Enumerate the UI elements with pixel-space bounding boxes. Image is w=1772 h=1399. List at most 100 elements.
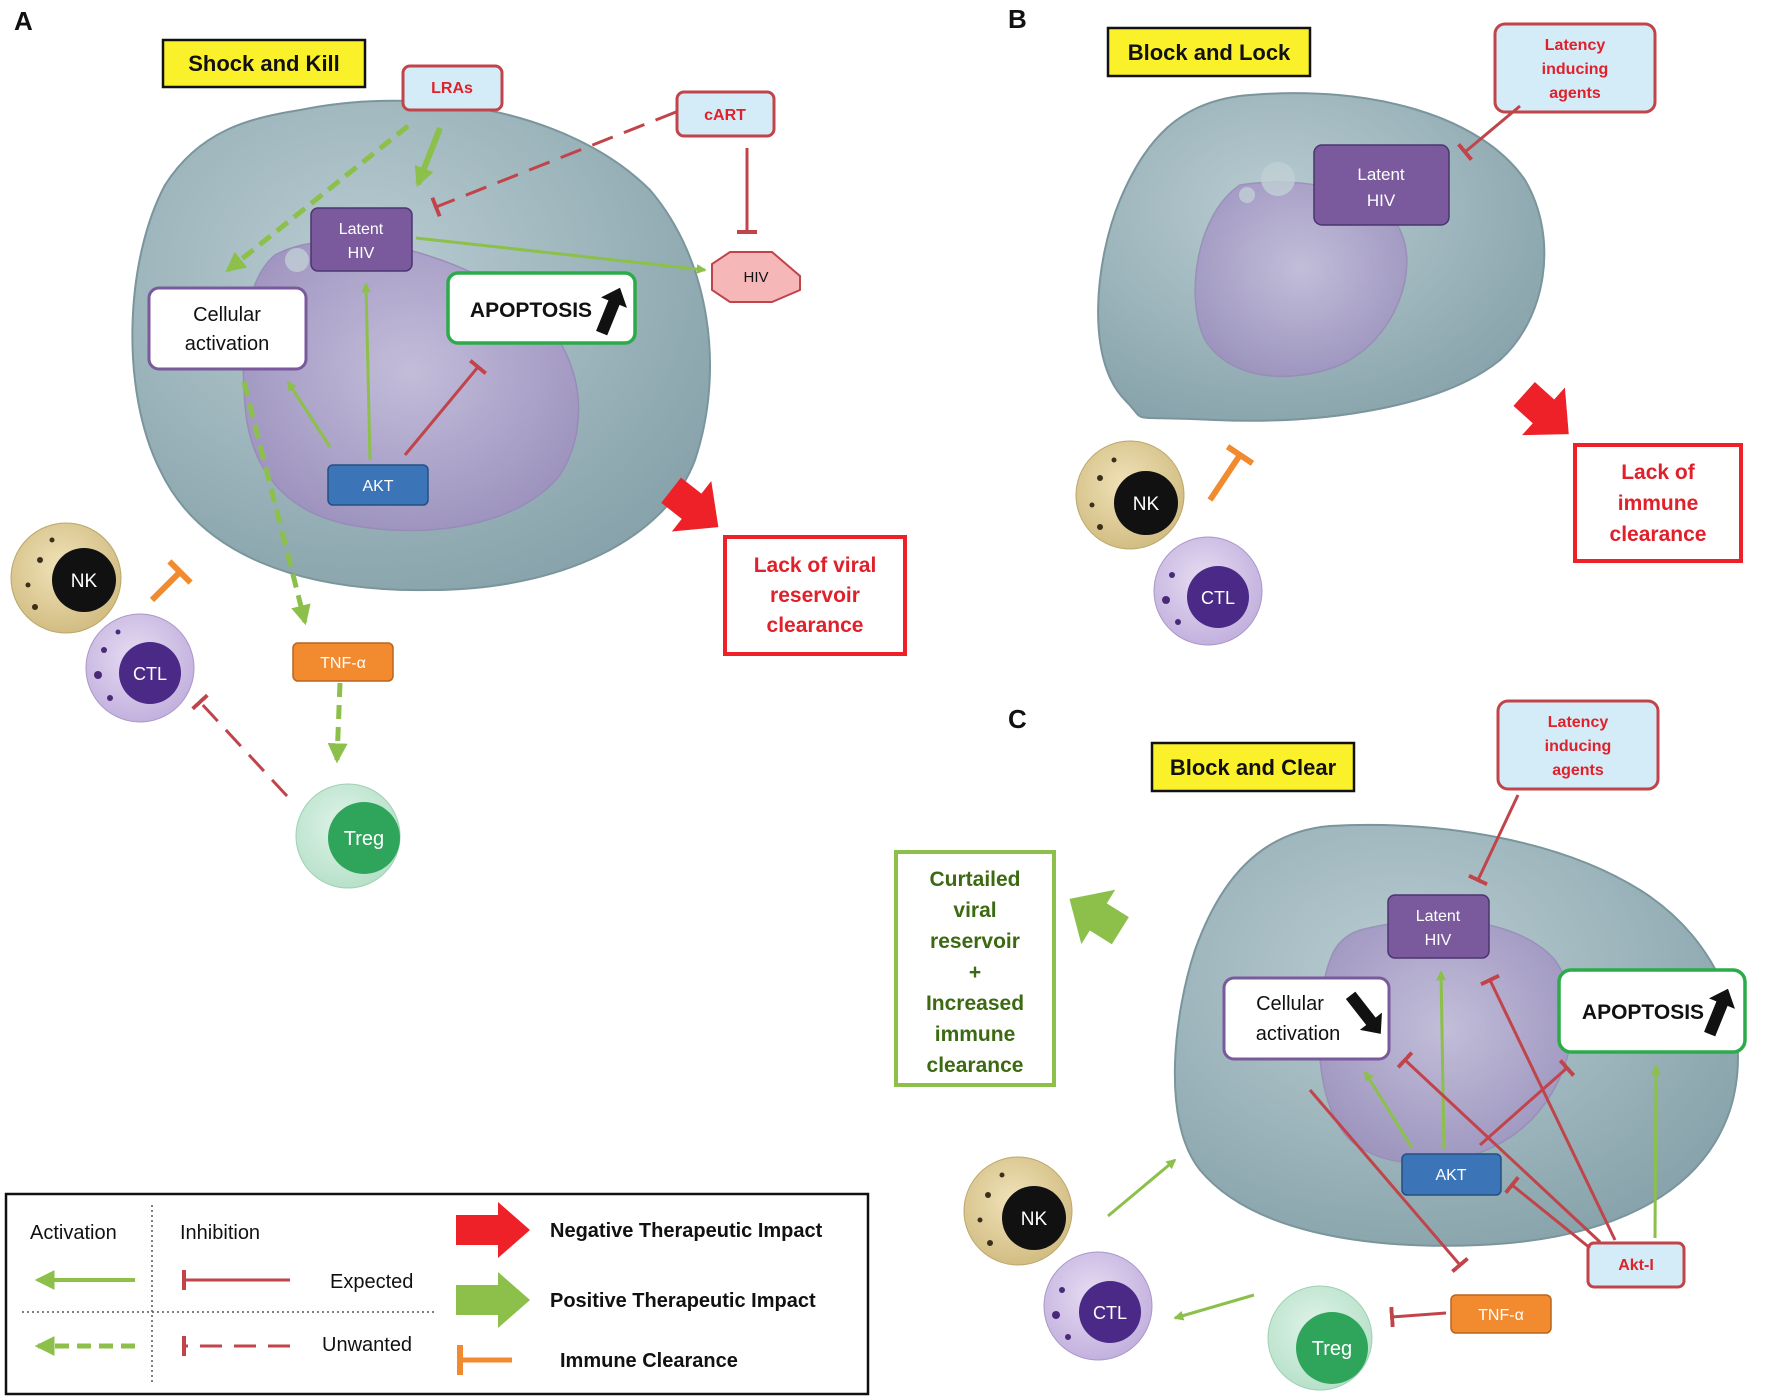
latent-hiv-label: Latent	[1357, 165, 1405, 184]
legend-immune-label: Immune Clearance	[560, 1350, 738, 1372]
latency-agents-label: inducing	[1545, 738, 1612, 755]
panel-c-title: Block and Clear	[1170, 755, 1337, 780]
tnf-alpha-box	[1450, 1294, 1552, 1334]
nk-dot	[985, 1192, 991, 1198]
panel-a-letter: A	[14, 6, 33, 36]
nk-dot	[999, 1172, 1005, 1178]
akt-to-latent-hiv-arrow	[361, 282, 372, 461]
vesicle	[285, 248, 309, 272]
cart-label: cART	[704, 107, 746, 124]
panel-b-letter: B	[1008, 4, 1027, 34]
latent-hiv-to-hiv-arrow	[415, 236, 707, 275]
outcome-label: clearance	[767, 614, 864, 637]
lras-to-activation-unwanted-arrow	[225, 124, 410, 273]
outcome-label: immune	[1618, 492, 1699, 515]
vesicle	[1239, 187, 1255, 203]
agents-inhibit-latent-hiv	[1468, 794, 1520, 887]
latency-agents-label: Latency	[1548, 714, 1609, 731]
nk-dot	[1089, 502, 1095, 508]
panel-a-title-box	[161, 38, 367, 89]
outcome-label: +	[969, 961, 981, 984]
akt-box	[327, 464, 429, 506]
apoptosis-label: APOPTOSIS	[1582, 1001, 1704, 1024]
panel-a-title: Shock and Kill	[188, 51, 340, 76]
ctl-dot	[94, 671, 102, 679]
akt-i-label: Akt-I	[1618, 1257, 1654, 1274]
ctl-dot	[1052, 1311, 1060, 1319]
legend-inhibition-label: Inhibition	[180, 1222, 260, 1244]
legend-unwanted-label: Unwanted	[322, 1334, 412, 1356]
apoptosis-box	[1557, 968, 1747, 1054]
panel-a: A Shock and Kill LRAs cART HIV Latent HI…	[10, 6, 907, 889]
nk-label: NK	[1021, 1209, 1048, 1230]
outcome-box	[894, 850, 1056, 1087]
hiv-label: HIV	[743, 269, 768, 286]
ctl-dot	[1175, 619, 1181, 625]
outcome-label: immune	[935, 1023, 1016, 1046]
panel-b-title: Block and Lock	[1128, 40, 1291, 65]
outcome-label: Curtailed	[929, 868, 1020, 891]
nk-nucleus	[1002, 1186, 1066, 1250]
nk-nucleus	[1114, 471, 1178, 535]
latent-hiv-label: Latent	[1416, 908, 1461, 925]
ctl-dot	[1162, 596, 1170, 604]
panel-c-letter: C	[1008, 704, 1027, 734]
apoptosis-box	[446, 271, 637, 345]
treg-label: Treg	[344, 828, 384, 850]
outcome-label: clearance	[927, 1054, 1024, 1077]
outcome-box	[723, 535, 907, 656]
tnf-alpha-label: TNF-α	[320, 655, 366, 672]
latent-hiv-box	[1387, 894, 1490, 959]
ctl-dot	[101, 647, 107, 653]
outcome-label: clearance	[1610, 523, 1707, 546]
panel-b-title-box	[1106, 26, 1312, 78]
ctl-dot	[115, 629, 121, 635]
akt-i-box	[1586, 1241, 1686, 1289]
ctl-label: CTL	[1201, 588, 1235, 608]
treg-nucleus	[1296, 1312, 1368, 1384]
ctl-dot	[1065, 1334, 1071, 1340]
nk-dot	[1111, 457, 1117, 463]
akti-inhibits-akt	[1504, 1175, 1591, 1250]
panel-b: B Block and Lock Latency inducing agents…	[1008, 4, 1743, 646]
latent-hiv-label: HIV	[1425, 932, 1452, 949]
cellular-activation-box	[147, 286, 308, 371]
akti-inhibits-activation	[1396, 1051, 1602, 1244]
outcome-label: viral	[953, 899, 996, 922]
latency-agents-label: inducing	[1542, 61, 1609, 78]
cart-box	[675, 90, 776, 138]
up-arrow-icon	[1704, 988, 1735, 1037]
nk-dot	[987, 1240, 993, 1246]
cellular-activation-label: Cellular	[193, 304, 261, 326]
panel-c-title-box	[1150, 741, 1356, 793]
akt-label: AKT	[1435, 1167, 1466, 1184]
latent-hiv-label: Latent	[339, 221, 384, 238]
akt-to-latent-hiv-arrow	[1436, 970, 1447, 1151]
cellular-activation-label: Cellular	[1256, 993, 1324, 1015]
ctl-nucleus	[1079, 1281, 1141, 1343]
akt-box	[1401, 1153, 1502, 1196]
lras-to-latent-hiv-arrow	[414, 126, 443, 188]
negative-impact-arrow	[1513, 382, 1569, 436]
akti-to-apoptosis-arrow	[1650, 1064, 1661, 1239]
agents-inhibit-latent-hiv	[1457, 104, 1521, 161]
outcome-label: reservoir	[930, 930, 1020, 953]
nk-label: NK	[71, 571, 98, 592]
cart-inhibits-latent-hiv-unwanted	[430, 110, 677, 218]
treg-to-ctl-arrow	[1173, 1293, 1255, 1321]
akt-inhibits-apoptosis	[1479, 1059, 1576, 1147]
lras-box	[401, 64, 504, 112]
positive-impact-arrow	[1069, 889, 1129, 945]
latent-hiv-label: HIV	[1367, 191, 1396, 210]
latency-agents-box	[1496, 699, 1660, 791]
akt-to-cellular-activation-arrow	[1363, 1070, 1414, 1149]
hiv-virion	[711, 251, 801, 303]
nk-ctl-immune-clearance	[149, 559, 193, 603]
tnf-alpha-box	[292, 642, 394, 682]
legend-expected-label: Expected	[330, 1271, 413, 1293]
treg-label: Treg	[1312, 1338, 1352, 1360]
latent-hiv-box	[1313, 144, 1450, 226]
down-arrow-icon	[1345, 991, 1382, 1034]
latency-agents-label: agents	[1549, 85, 1601, 102]
